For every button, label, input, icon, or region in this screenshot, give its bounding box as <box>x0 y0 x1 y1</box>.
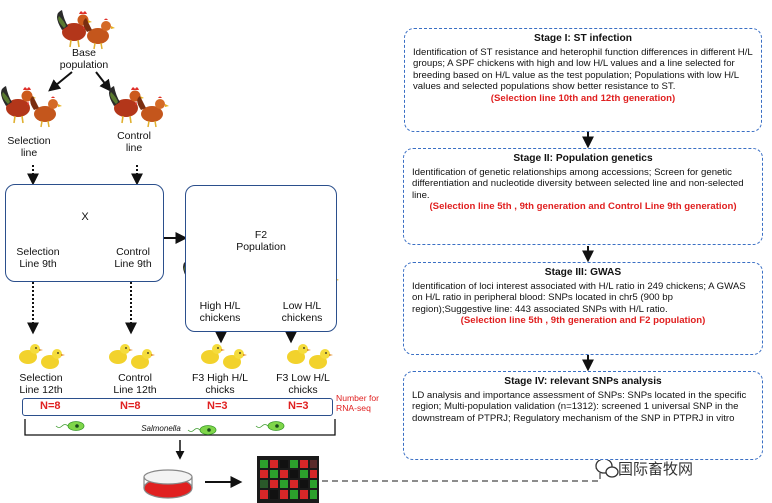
stage-1-generation: (Selection line 10th and 12th generation… <box>490 92 676 104</box>
stage-3-body: Identification of loci interest associat… <box>412 280 746 315</box>
n-f3-high: N=3 <box>207 400 228 412</box>
high-hl-chickens-label: High H/L chickens <box>199 300 241 324</box>
control-line-label: Control line <box>117 130 151 154</box>
salmonella-bracket <box>24 419 336 436</box>
base-population-label: Base population <box>59 47 109 71</box>
petri-dish-icon <box>143 469 193 499</box>
stage-1-body: Identification of ST resistance and hete… <box>413 46 753 93</box>
f3-low-hl-chicks-label: F3 Low H/L chicks <box>276 372 330 396</box>
control-line-chickens <box>108 85 170 128</box>
n-control-12: N=8 <box>120 400 141 412</box>
number-for-rnaseq-note: Number for RNA-seq <box>336 393 379 413</box>
chicks <box>19 344 333 369</box>
stage-1-box: Stage I: ST infection Identification of … <box>404 28 762 132</box>
stage-3-generation: (Selection line 5th , 9th generation and… <box>460 315 706 327</box>
base-population-chickens <box>56 9 116 50</box>
n-selection-12: N=8 <box>40 400 61 412</box>
arrow-base-to-selection <box>48 71 73 92</box>
low-hl-chickens-label: Low H/L chickens <box>281 300 323 324</box>
selection-line-label: Selection line <box>7 135 51 159</box>
stage-2-body: Identification of genetic relationships … <box>412 166 744 201</box>
watermark-text: 国际畜牧网 <box>618 461 694 478</box>
dashed-connector-to-stage-4 <box>322 460 605 482</box>
selection-line-chickens <box>0 85 63 128</box>
rnaseq-count-bar <box>22 398 333 416</box>
stage-4-title: Stage IV: relevant SNPs analysis <box>504 376 662 387</box>
stage-4-body: LD analysis and importance assessment of… <box>412 389 747 424</box>
stage-2-title: Stage II: Population genetics <box>513 153 653 164</box>
salmonella-label: Salmonella <box>141 424 181 433</box>
stage-1-title: Stage I: ST infection <box>534 33 632 44</box>
stage-4-box: Stage IV: relevant SNPs analysis LD anal… <box>403 371 763 460</box>
f2-box <box>185 185 337 332</box>
control-line-12-label: Control Line 12th <box>113 372 157 396</box>
line-9-box <box>5 184 164 282</box>
n-f3-low: N=3 <box>288 400 309 412</box>
selection-line-12-label: Selection Line 12th <box>19 372 63 396</box>
stage-3-box: Stage III: GWAS Identification of loci i… <box>403 262 763 355</box>
arrow-base-to-control <box>95 71 112 92</box>
cross-symbol: X <box>81 211 89 223</box>
heatmap-icon <box>257 456 319 503</box>
stage-3-title: Stage III: GWAS <box>544 267 622 278</box>
stage-2-generation: (Selection line 5th , 9th generation and… <box>429 201 737 213</box>
selection-line-9-label: Selection Line 9th <box>16 246 60 270</box>
stage-2-box: Stage II: Population genetics Identifica… <box>403 148 763 245</box>
f2-population-label: F2 Population <box>236 229 286 253</box>
f3-high-hl-chicks-label: F3 High H/L chicks <box>191 372 249 396</box>
control-line-9-label: Control Line 9th <box>114 246 152 270</box>
